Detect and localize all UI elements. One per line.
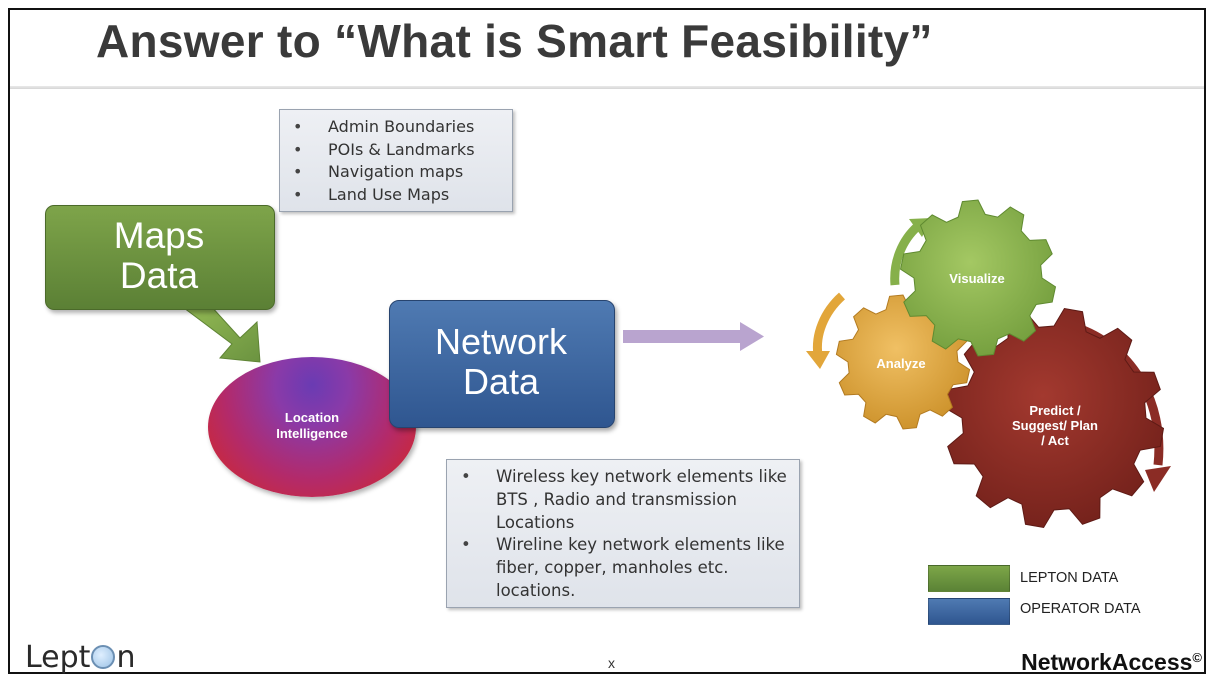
network-data-line1: Network bbox=[434, 321, 568, 362]
flow-arrow bbox=[623, 322, 764, 351]
brand-name: NetworkAccess bbox=[1021, 649, 1193, 675]
title-divider bbox=[10, 86, 1204, 89]
legend-swatch-lepton bbox=[928, 565, 1010, 592]
maps-data-line1: Maps bbox=[113, 215, 205, 256]
maps-to-location-arrow bbox=[178, 304, 261, 363]
predict-gear-icon bbox=[943, 307, 1165, 529]
predict-line2: Suggest/ Plan bbox=[1012, 418, 1098, 433]
cycle-arrow-green bbox=[890, 222, 922, 286]
predict-label: Predict / Suggest/ Plan / Act bbox=[980, 403, 1130, 448]
footer-center-mark: x bbox=[608, 655, 615, 671]
list-item: Land Use Maps bbox=[293, 184, 512, 207]
legend-swatch-operator bbox=[928, 598, 1010, 625]
predict-line3: / Act bbox=[1041, 433, 1069, 448]
cycle-arrow-red-head bbox=[1145, 466, 1171, 492]
maps-data-line2: Data bbox=[119, 255, 199, 296]
list-item: Wireline key network elements like fiber… bbox=[461, 534, 799, 602]
copyright-mark: © bbox=[1192, 650, 1202, 665]
globe-icon bbox=[91, 645, 116, 669]
maps-data-details: Admin Boundaries POIs & Landmarks Naviga… bbox=[279, 109, 513, 212]
gear-shape bbox=[943, 307, 1165, 529]
list-item: POIs & Landmarks bbox=[293, 139, 512, 162]
analyze-label: Analyze bbox=[876, 356, 926, 371]
location-line2: Intelligence bbox=[276, 426, 348, 441]
visualize-label: Visualize bbox=[949, 271, 1005, 286]
location-line1: Location bbox=[284, 410, 340, 425]
maps-data-label: Maps Data bbox=[45, 216, 273, 296]
slide-frame bbox=[8, 8, 1206, 674]
network-data-line2: Data bbox=[462, 361, 540, 402]
location-intelligence-ellipse bbox=[208, 357, 416, 497]
legend-label-lepton: LEPTON DATA bbox=[1020, 570, 1119, 586]
maps-data-block bbox=[45, 205, 275, 310]
logo-prefix: Lept bbox=[25, 640, 91, 675]
legend-label-operator: OPERATOR DATA bbox=[1020, 601, 1141, 617]
predict-line1: Predict / bbox=[1029, 403, 1081, 418]
logo-suffix: n bbox=[116, 640, 136, 675]
cycle-arrow-orange bbox=[812, 292, 846, 356]
network-data-details: Wireless key network elements like BTS ,… bbox=[446, 459, 800, 608]
network-data-block bbox=[389, 300, 615, 428]
gear-shape bbox=[899, 199, 1057, 357]
list-item: Admin Boundaries bbox=[293, 116, 512, 139]
list-item: Wireless key network elements like BTS ,… bbox=[461, 466, 799, 534]
visualize-gear-icon bbox=[899, 199, 1057, 357]
page-title: Answer to “What is Smart Feasibility” bbox=[96, 15, 933, 67]
network-data-label: Network Data bbox=[389, 322, 613, 402]
list-item: Navigation maps bbox=[293, 161, 512, 184]
location-intelligence-label: Location Intelligence bbox=[208, 410, 416, 442]
networkaccess-brand: NetworkAccess© bbox=[1021, 649, 1202, 676]
cycle-arrow-orange-head bbox=[806, 351, 830, 369]
